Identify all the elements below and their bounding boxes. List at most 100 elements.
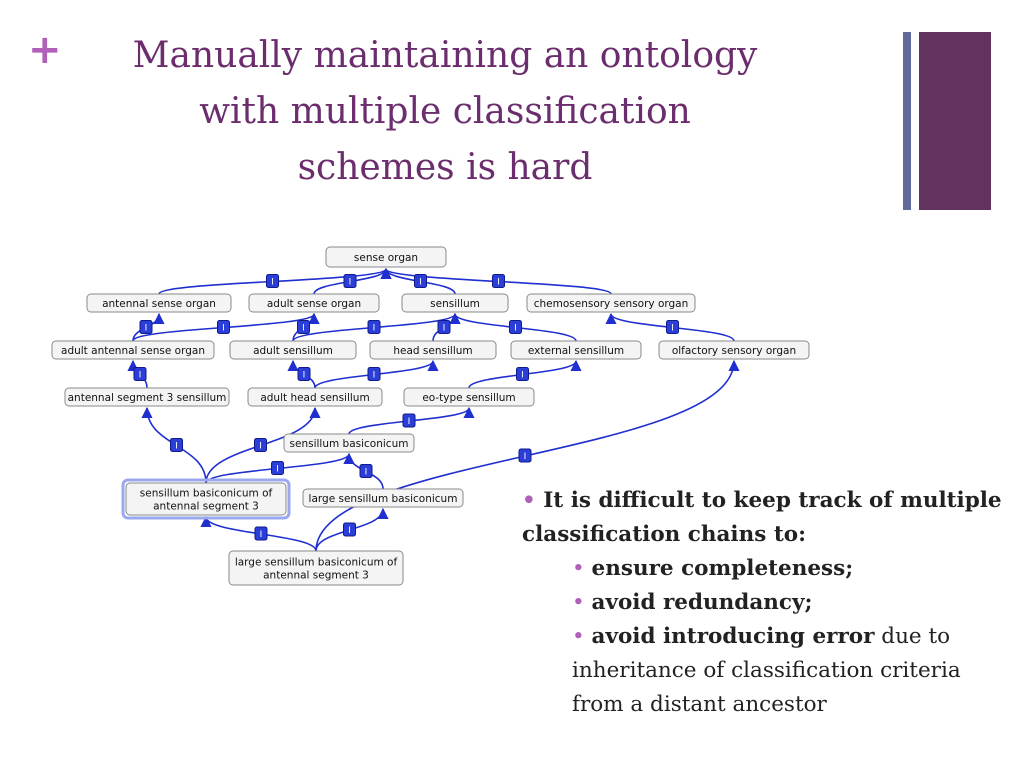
node-label: external sensillum <box>528 345 624 357</box>
edge-marker-text: I <box>524 452 527 462</box>
bullet-item-bold: avoid introducing error <box>591 624 875 649</box>
bullet-item-bold: ensure completeness; <box>591 556 854 581</box>
bullet-dot: • <box>522 488 536 513</box>
node-label: large sensillum basiconicum <box>309 493 458 505</box>
edge-marker-badge: I <box>170 438 183 452</box>
title-line: schemes is hard <box>297 147 593 188</box>
node-label: antennal sense organ <box>102 298 216 310</box>
node-label: head sensillum <box>393 345 472 357</box>
node-adult-sensillum[interactable]: adult sensillum <box>229 340 357 360</box>
edge-marker-text: I <box>443 324 446 334</box>
edge-marker-badge: I <box>139 320 153 334</box>
edge-marker-text: I <box>671 324 674 334</box>
bullet-item: • avoid redundancy; <box>572 590 813 615</box>
edge-marker-badge: I <box>266 274 279 288</box>
edge-marker-text: I <box>408 417 411 427</box>
edge-marker-text: I <box>521 371 524 381</box>
edge-marker-badge: I <box>271 461 284 475</box>
edge-marker-badge: I <box>359 464 373 478</box>
title-line: with multiple classification <box>199 91 691 132</box>
edge-marker-text: I <box>145 324 148 334</box>
edge-marker-text: I <box>348 526 351 536</box>
node-sensillum-basiconicum[interactable]: sensillum basiconicum <box>283 433 415 453</box>
edge-marker-badge: I <box>518 448 532 463</box>
edge-marker-badge: I <box>297 367 311 381</box>
edge-marker-text: I <box>222 324 225 334</box>
edge-marker-badge: I <box>254 526 268 541</box>
edge-marker-text: I <box>139 371 142 381</box>
node-external-sensillum[interactable]: external sensillum <box>510 340 642 360</box>
edge-marker-badge: I <box>297 320 310 334</box>
node-chemosensory-sensory-organ[interactable]: chemosensory sensory organ <box>526 293 696 313</box>
node-adult-sense-organ[interactable]: adult sense organ <box>248 293 380 313</box>
edge-marker-text: I <box>497 278 500 288</box>
edge-marker-text: I <box>365 468 368 478</box>
bullet-list: • It is difficult to keep track of multi… <box>522 484 1012 722</box>
bullet-main: • It is difficult to keep track of multi… <box>522 484 1012 552</box>
node-label: adult head sensillum <box>260 392 369 404</box>
edge-marker-text: I <box>349 278 352 288</box>
edge-marker-badge: I <box>133 367 147 381</box>
plus-icon: + <box>28 27 62 73</box>
edge-marker-text: I <box>373 371 376 381</box>
edge-marker-text: I <box>276 465 279 475</box>
edge-marker-badge: I <box>343 274 357 288</box>
node-label: sense organ <box>354 252 418 264</box>
edge-marker-text: I <box>302 324 305 334</box>
edge-marker-badge: I <box>402 413 416 428</box>
node-sensillum[interactable]: sensillum <box>401 293 509 313</box>
accent-bar-thin <box>903 32 911 210</box>
edge-marker-badge: I <box>217 320 230 334</box>
node-label: sensillum <box>430 298 480 310</box>
edge-marker-text: I <box>514 324 517 334</box>
node-label: sensillum basiconicum of <box>140 488 273 500</box>
node-label: olfactory sensory organ <box>672 345 796 357</box>
node-label: antennal segment 3 <box>153 501 259 513</box>
edge-marker-badge: I <box>367 367 381 381</box>
node-sense-organ[interactable]: sense organ <box>325 246 447 268</box>
node-label: eo-type sensillum <box>422 392 515 404</box>
node-antennal-sense-organ[interactable]: antennal sense organ <box>86 293 232 313</box>
node-head-sensillum[interactable]: head sensillum <box>369 340 497 360</box>
edge-marker-text: I <box>373 324 376 334</box>
node-antennal-segment-3-sensillum[interactable]: antennal segment 3 sensillum <box>64 387 230 407</box>
node-label: adult sensillum <box>253 345 333 357</box>
edge-marker-badge: I <box>516 367 529 381</box>
edge-marker-text: I <box>260 530 263 540</box>
node-adult-antennal-sense-organ[interactable]: adult antennal sense organ <box>51 340 215 360</box>
edge-marker-text: I <box>259 442 262 452</box>
edge-marker-text: I <box>419 278 422 288</box>
node-eo-type-sensillum[interactable]: eo-type sensillum <box>403 387 535 407</box>
node-label: adult antennal sense organ <box>61 345 205 357</box>
node-label: sensillum basiconicum <box>290 438 409 450</box>
node-large-sensillum-basiconicum[interactable]: large sensillum basiconicum <box>302 488 464 508</box>
edge-marker-badge: I <box>254 438 267 452</box>
bullet-main-text: It is difficult to keep track of multipl… <box>522 488 1002 547</box>
slide-title: Manually maintaining an ontology with mu… <box>70 28 820 196</box>
node-label: adult sense organ <box>267 298 361 310</box>
edge-marker-badge: I <box>666 320 679 334</box>
node-label: antennal segment 3 sensillum <box>68 392 227 404</box>
edge-marker-badge: I <box>509 320 522 334</box>
bullet-item: • ensure completeness; <box>572 556 854 581</box>
edge-marker-badge: I <box>414 274 427 288</box>
node-olfactory-sensory-organ[interactable]: olfactory sensory organ <box>658 340 810 360</box>
edge-marker-text: I <box>175 442 178 452</box>
edge-marker-badge: I <box>492 274 505 288</box>
edge-marker-text: I <box>303 371 306 381</box>
edge-marker-badge: I <box>437 320 451 334</box>
edge-marker-badge: I <box>367 320 381 334</box>
title-line: Manually maintaining an ontology <box>132 35 758 76</box>
accent-bar-thick <box>919 32 991 210</box>
bullet-item: • avoid introducing error due to inherit… <box>572 624 961 717</box>
node-label: chemosensory sensory organ <box>534 298 689 310</box>
node-label: antennal segment 3 <box>263 570 369 582</box>
edge-marker-text: I <box>271 278 274 288</box>
edge-marker-badge: I <box>343 522 356 537</box>
node-label: large sensillum basiconicum of <box>235 557 398 569</box>
node-adult-head-sensillum[interactable]: adult head sensillum <box>247 387 383 407</box>
bullet-item-bold: avoid redundancy; <box>591 590 813 615</box>
